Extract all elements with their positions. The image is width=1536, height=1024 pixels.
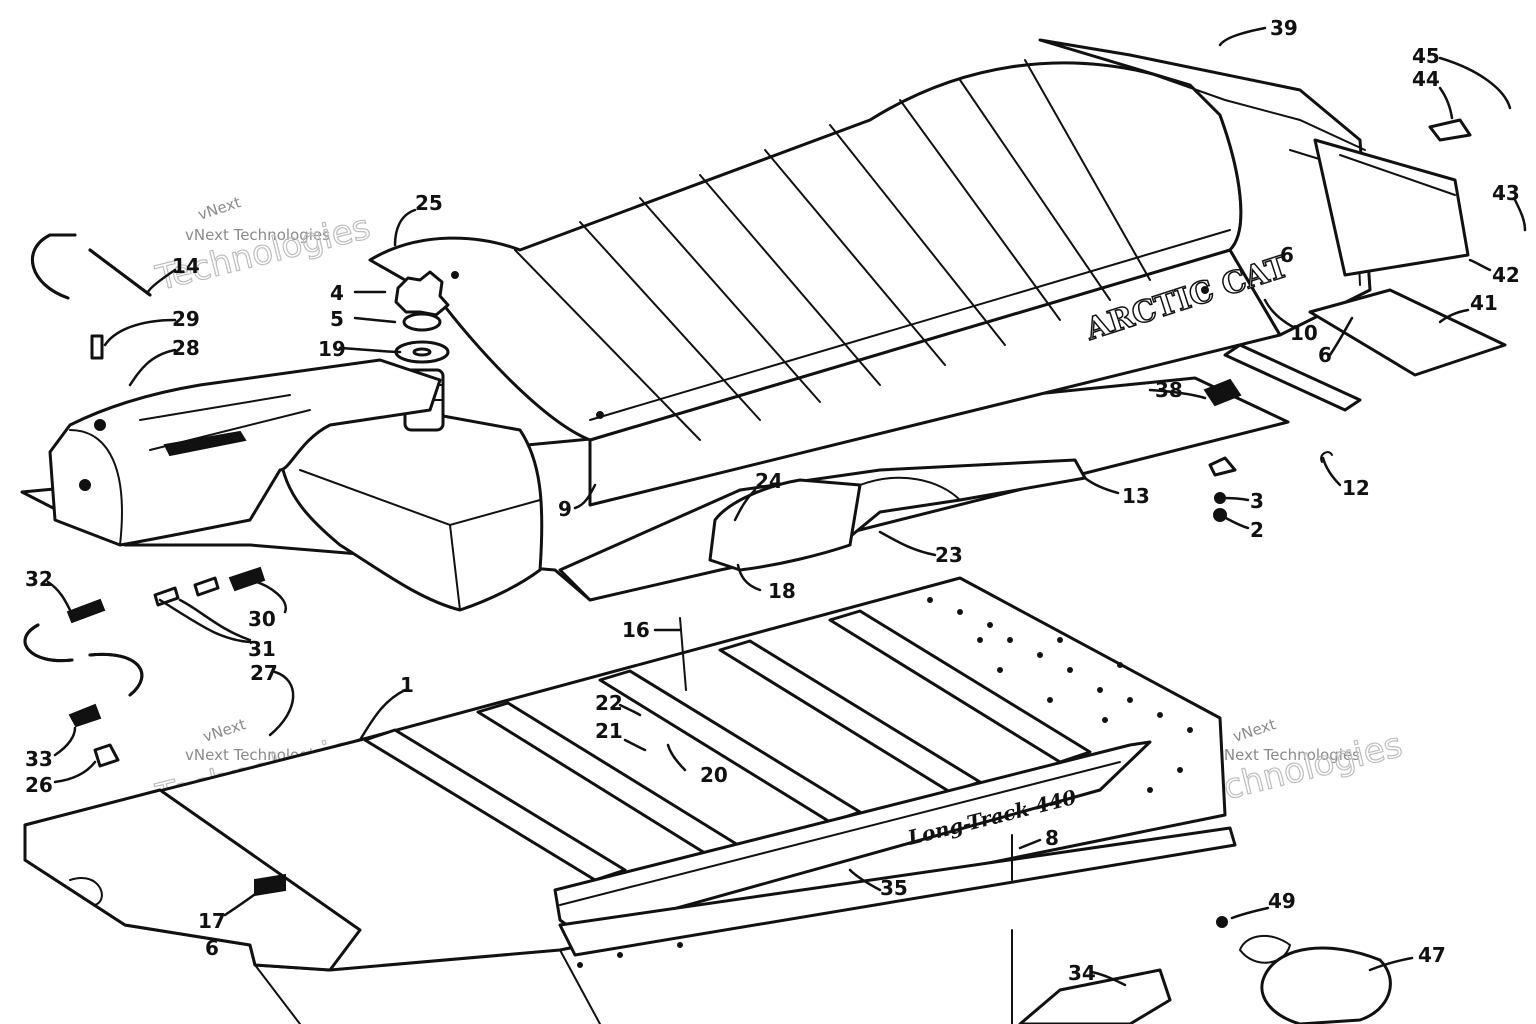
seat-assembly: ARCTIC CAT — [368, 38, 1372, 507]
callout-32: 32 — [25, 567, 53, 591]
callout-34: 34 — [1068, 961, 1096, 985]
callout-18: 18 — [768, 579, 796, 603]
rear-flap-bumper — [1223, 118, 1507, 412]
watermark-text: vNext Technologies — [1215, 746, 1360, 764]
callout-26: 26 — [25, 773, 53, 797]
callout-1: 1 — [400, 673, 414, 697]
callout-45: 45 — [1412, 44, 1440, 68]
callout-4: 4 — [330, 281, 344, 305]
callout-6-side: 6 — [1280, 243, 1294, 267]
callout-30: 30 — [248, 607, 276, 631]
callout-6-rear: 6 — [1318, 343, 1332, 367]
callout-28: 28 — [172, 336, 200, 360]
callout-41: 41 — [1470, 291, 1498, 315]
callout-20: 20 — [700, 763, 728, 787]
callout-33: 33 — [25, 747, 53, 771]
heat-exchanger-piece — [558, 458, 1087, 602]
callout-29: 29 — [172, 307, 200, 331]
callout-42: 42 — [1492, 263, 1520, 287]
callout-25: 25 — [415, 191, 443, 215]
callout-39: 39 — [1270, 16, 1298, 40]
callout-23: 23 — [935, 543, 963, 567]
callout-24: 24 — [755, 469, 783, 493]
callout-numbers: 1 2 3 4 5 6 6 6 8 9 10 12 13 14 16 17 18… — [25, 16, 1520, 985]
watermark-top-word: vNext — [196, 193, 243, 224]
callout-5: 5 — [330, 307, 344, 331]
callout-10: 10 — [1290, 321, 1318, 345]
callout-49: 49 — [1268, 889, 1296, 913]
callout-47: 47 — [1418, 943, 1446, 967]
fuel-cap-stack — [394, 270, 450, 364]
watermark-top-word: vNext — [201, 715, 248, 746]
callout-13: 13 — [1122, 484, 1150, 508]
callout-31: 31 — [248, 637, 276, 661]
callout-38: 38 — [1155, 378, 1183, 402]
callout-6-front: 6 — [205, 936, 219, 960]
callout-44: 44 — [1412, 67, 1440, 91]
watermark-top-word: vNext — [1231, 715, 1278, 746]
callout-35: 35 — [880, 876, 908, 900]
callout-2: 2 — [1250, 518, 1264, 542]
misc-small-parts — [679, 378, 1392, 1024]
callout-27: 27 — [250, 661, 278, 685]
callout-12: 12 — [1342, 476, 1370, 500]
callout-16: 16 — [622, 618, 650, 642]
front-console — [48, 358, 442, 547]
callout-19: 19 — [318, 337, 346, 361]
callout-8: 8 — [1045, 826, 1059, 850]
callout-17: 17 — [198, 909, 226, 933]
callout-14: 14 — [172, 254, 200, 278]
watermark-text: vNext Technologies — [185, 226, 330, 244]
callout-9: 9 — [558, 497, 572, 521]
callout-3: 3 — [1250, 489, 1264, 513]
callout-43: 43 — [1492, 181, 1520, 205]
callout-21: 21 — [595, 719, 623, 743]
callout-22: 22 — [595, 691, 623, 715]
callout-leaders — [46, 26, 1527, 987]
